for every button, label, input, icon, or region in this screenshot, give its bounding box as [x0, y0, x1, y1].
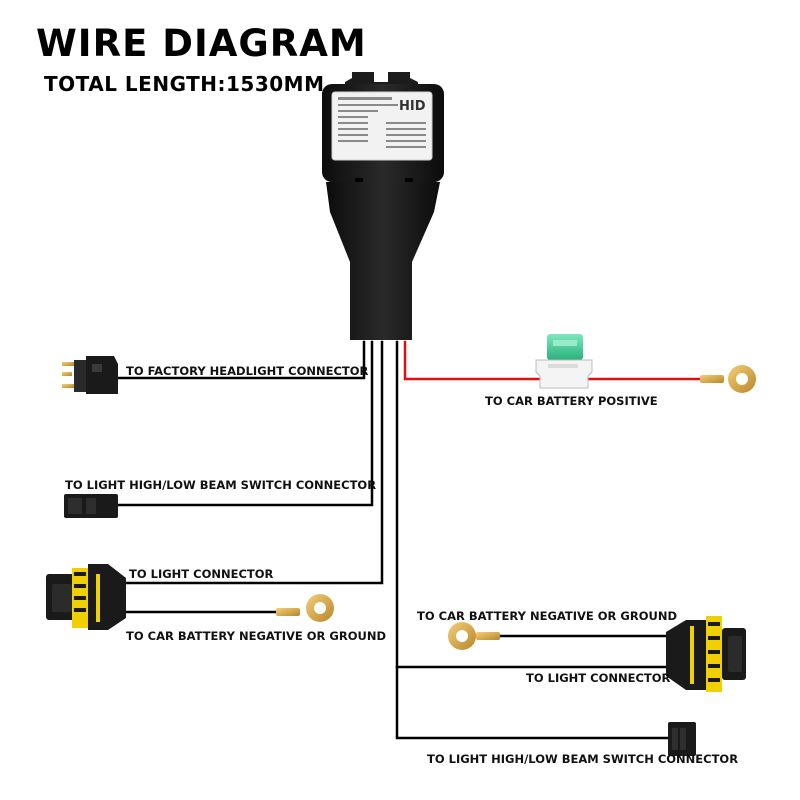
wire-right-trunk	[395, 340, 670, 740]
ring-terminal-icon	[276, 594, 334, 622]
ring-terminal-icon	[700, 365, 756, 393]
relay-badge: HID	[399, 99, 426, 114]
label-light-right: TO LIGHT CONNECTOR	[526, 671, 671, 685]
total-length-label: TOTAL LENGTH:1530MM	[44, 72, 325, 96]
wire-switch-left	[116, 340, 374, 507]
two-pin-plug-icon	[64, 494, 118, 518]
label-ground-right: TO CAR BATTERY NEGATIVE OR GROUND	[417, 609, 677, 623]
wire-light-left	[124, 340, 384, 585]
wire-factory-headlight	[116, 340, 366, 380]
label-light-left: TO LIGHT CONNECTOR	[129, 567, 274, 581]
label-battery-positive: TO CAR BATTERY POSITIVE	[485, 394, 658, 408]
blade-fuse-icon	[535, 334, 593, 389]
label-switch-left: TO LIGHT HIGH/LOW BEAM SWITCH CONNECTOR	[65, 478, 377, 492]
9006-socket-icon	[46, 564, 126, 630]
h4-plug-icon	[62, 356, 118, 394]
wire-battery-positive	[403, 340, 542, 381]
label-switch-right: TO LIGHT HIGH/LOW BEAM SWITCH CONNECTOR	[427, 752, 739, 766]
relay-module-icon	[322, 72, 444, 340]
wires	[116, 340, 702, 740]
label-factory-headlight: TO FACTORY HEADLIGHT CONNECTOR	[126, 364, 369, 378]
two-pin-plug-icon	[668, 722, 696, 756]
ring-terminal-icon	[448, 622, 500, 650]
label-ground-left: TO CAR BATTERY NEGATIVE OR GROUND	[126, 629, 386, 643]
9006-socket-icon	[666, 616, 746, 692]
diagram-title: WIRE DIAGRAM	[36, 22, 367, 65]
